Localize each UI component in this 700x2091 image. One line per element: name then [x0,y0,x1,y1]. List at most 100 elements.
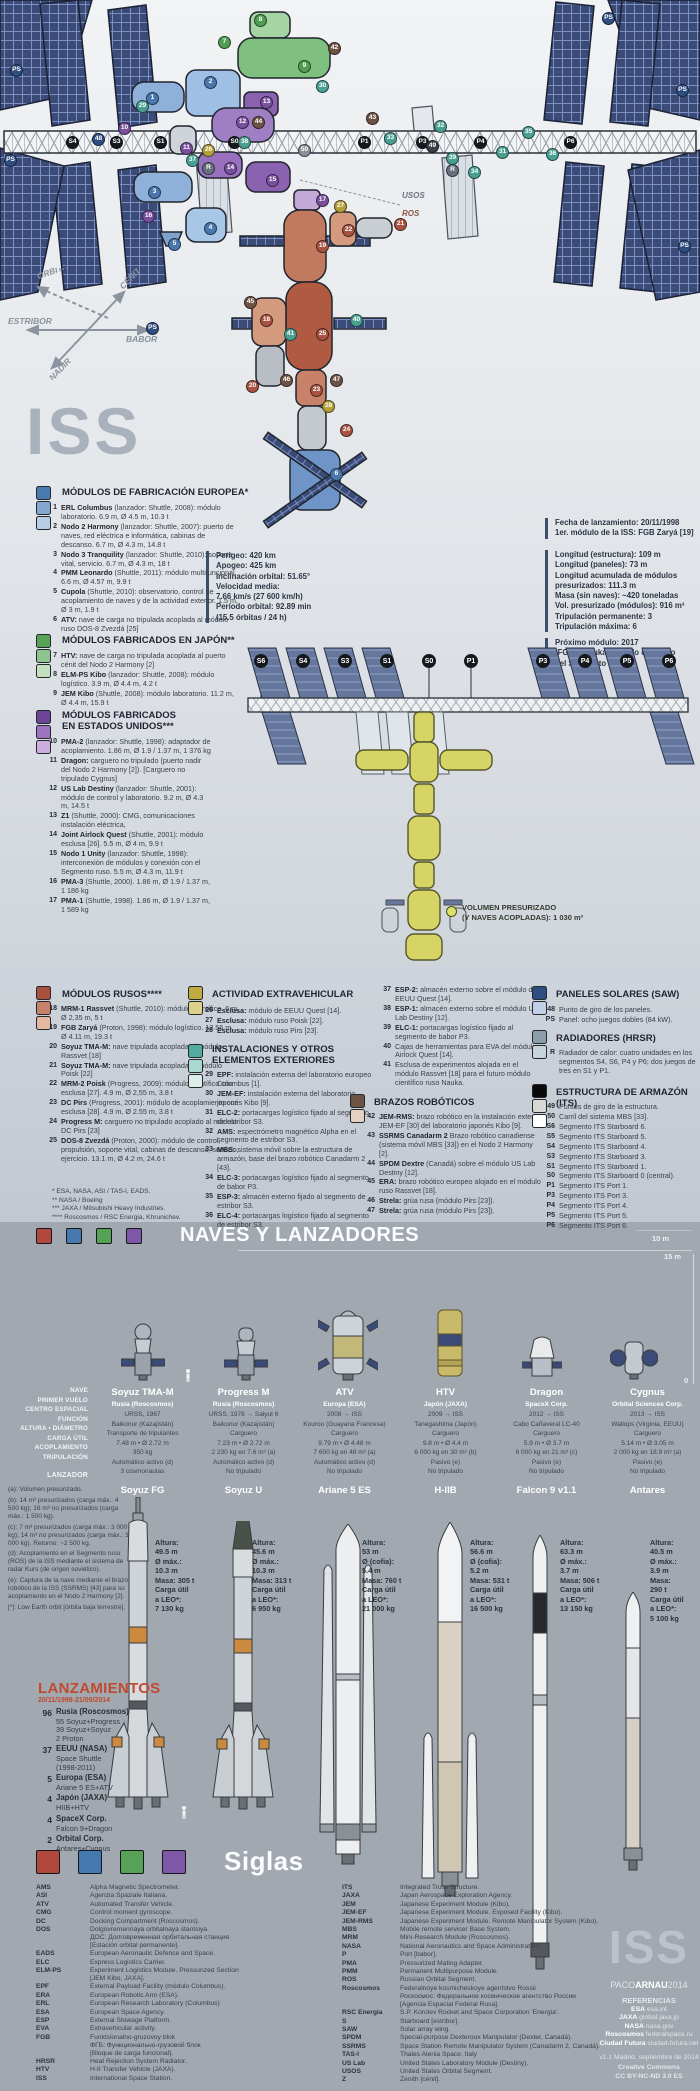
reference-line: Roscosmos federalspace.ru [605,2031,693,2039]
falcon-9-rocket-drawing [530,1535,550,1970]
truss-segment-label: S6 [254,654,268,668]
reference-line: ESA esa.int [631,2006,667,2013]
iss-top-view-diagram [247,647,695,961]
stats-soyuz-fg: Altura: 49.5 m Ø máx.: 10.3 m Masa: 305 … [155,1538,195,1614]
legend-footnotes: * ESA, NASA, ASI / TAS-I, EADS. ** NASA … [52,1188,181,1221]
legend-item: 41 Esclusa de experimentos alojada en el… [383,1060,531,1088]
module-badge: 2 [204,76,217,89]
module-badge: S3 [110,136,123,149]
footnote: [*]: Low Earth orbit [órbita baja terres… [8,1603,126,1611]
stats-soyuz-u: Altura: 45.6 m Ø máx.: 10.3 m Masa: 313 … [252,1538,292,1614]
craft-launcher: Falcon 9 v1.1 [516,1484,577,1496]
craft-site: Cabo Cañaveral LC-40 [513,1420,580,1428]
module-badge: P1 [358,136,371,149]
craft-agency: Rusia (Roscosmos) [212,1401,275,1408]
craft-site: Wallops (Virginia, EEUU) [611,1420,684,1428]
craft-role: Transporte de tripulantes [106,1430,179,1437]
craft-column: HTV Japón (JAXA) 2009 → ISS Tanegashima … [395,1386,496,1497]
naves-banner-title: NAVES Y LANZADORES [180,1224,420,1246]
craft-size: 9.79 m • Ø 4.48 m [318,1439,371,1447]
module-badge: 47 [330,374,343,387]
legend-swatch-european [36,486,51,530]
craft-agency: Japón (JAXA) [423,1401,468,1408]
truss-segment-label: P4 [578,654,592,668]
legend-swatch-japanese [36,634,51,678]
credits-cc: Creative Commons [618,2064,680,2071]
credits-watermark: ISS [608,1921,690,1973]
legend-title-solar: PANELES SOLARES (SAW) [556,989,680,1000]
human-scale-figure [182,1806,186,1819]
siglas-square-blue [78,1850,102,1874]
module-badge: 36 [546,148,559,161]
credits-author: PACOARNAU2014 [610,1980,688,1990]
human-scale-figure [186,1369,190,1382]
module-badge: 48 [92,133,105,146]
stats-h2b: Altura: 56.6 m Ø (cofia): 5.2 m Masa: 53… [470,1538,510,1614]
craft-column: ATV Europa (ESA) 2008 → ISS Kourou (Guay… [294,1386,395,1497]
stats-falcon-9: Altura: 63.3 m Ø máx.: 3.7 m Masa: 506 t… [560,1538,600,1614]
module-badge: PS [678,240,691,253]
launches-title: LANZAMIENTOS [38,1680,161,1697]
h2b-rocket-drawing [421,1522,479,1897]
craft-size: 7.23 m • Ø 2.72 m [217,1439,270,1447]
legend-swatch-installations [188,1044,203,1088]
legend-item: 40 Cajas de herramientas para EVA del mó… [383,1041,537,1060]
module-badge: 38 [238,136,251,149]
craft-payload: 7 600 kg en 48 m³ (a) [313,1449,376,1456]
launch-info-box: Fecha de lanzamiento: 20/11/1998 1er. mó… [545,518,700,539]
launches-range: 20/11/1998-21/09/2014 [38,1697,111,1704]
module-badge: PS [10,64,23,77]
main-truss [3,130,697,154]
footnote: (c): 7 m³ presurizados (carga máx.: 3 00… [8,1523,129,1547]
module-badge: 32 [434,120,447,133]
module-badge: 33 [384,132,397,145]
module-badge: 34 [468,166,481,179]
soyuz-drawing [121,1323,165,1381]
craft-column: Soyuz TMA-M Rusia (Roscosmos) URSS, 1967… [92,1386,193,1497]
siglas-square-red [36,1850,60,1874]
craft-crew: No tripulado [528,1468,565,1475]
truss-segment-label: P3 [536,654,550,668]
craft-size: 5.9 m • Ø 3.7 m [523,1439,570,1447]
module-badge: 7 [218,36,231,49]
siglas-square-green [120,1850,144,1874]
craft-table-row-label: ALTURA • DIÁMETRO [20,1425,88,1432]
craft-table-row-label: PRIMER VUELO [37,1396,88,1404]
banner-square-red [36,1228,52,1244]
